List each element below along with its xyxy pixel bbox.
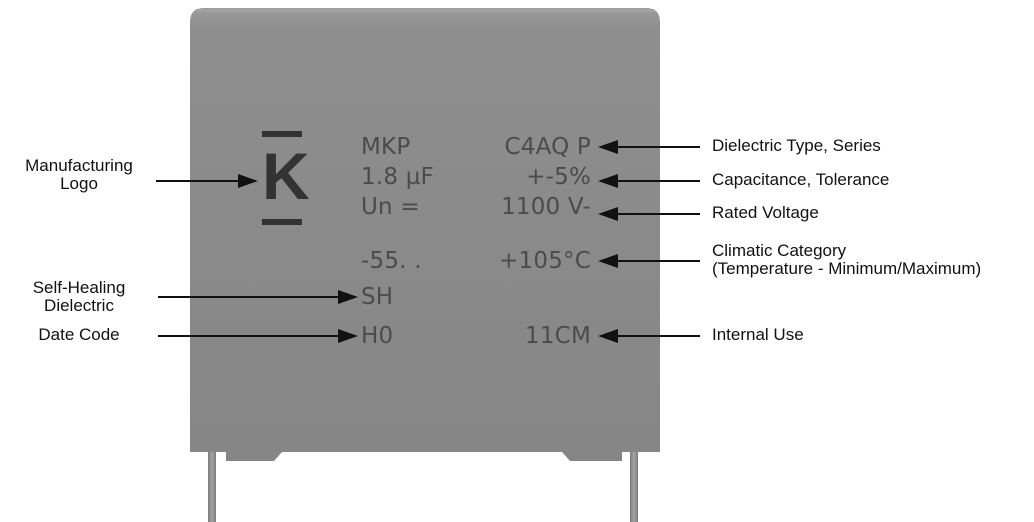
marking-temp-max: +105°C — [499, 248, 591, 274]
marking-capacitance: 1.8 µF — [361, 164, 434, 190]
marking-voltage-prefix: Un = — [361, 194, 420, 220]
marking-internal: 11CM — [525, 323, 591, 349]
arrow-rated-voltage — [598, 207, 700, 221]
label-manufacturing-logo-line1: Manufacturing — [25, 156, 133, 175]
arrow-manufacturing-logo — [156, 174, 258, 188]
label-manufacturing-logo-line2: Logo — [60, 174, 98, 194]
arrow-dielectric-series — [598, 140, 700, 154]
capacitor-body — [190, 8, 660, 461]
arrow-capacitance-tolerance — [598, 174, 700, 188]
arrow-self-healing — [158, 290, 358, 304]
label-date-code: Date Code — [38, 325, 120, 344]
marking-tolerance: +-5% — [526, 164, 591, 190]
marking-date-code: H0 — [361, 323, 394, 349]
label-climatic-category-line1: Climatic Category — [712, 241, 847, 260]
logo-bottom-bar — [262, 219, 302, 225]
manufacturing-logo: K — [262, 131, 310, 227]
marking-voltage: 1100 V- — [501, 194, 591, 220]
arrow-date-code — [158, 329, 358, 343]
marking-dielectric: MKP — [361, 134, 411, 160]
logo-letter: K — [262, 139, 310, 213]
marking-temp-min: -55. . — [361, 248, 422, 274]
label-climatic-category-line2: (Temperature - Minimum/Maximum) — [712, 259, 982, 279]
marking-self-healing: SH — [361, 284, 394, 310]
label-internal-use: Internal Use — [712, 325, 804, 344]
marking-series: C4AQ P — [504, 134, 591, 160]
label-self-healing-line2: Dielectric — [44, 296, 114, 316]
logo-top-bar — [262, 131, 302, 137]
label-self-healing-line1: Self-Healing — [32, 278, 126, 297]
arrow-internal-use — [598, 329, 700, 343]
label-rated-voltage: Rated Voltage — [712, 203, 819, 222]
label-climatic-category: Climatic Category (Temperature - Minimum… — [712, 241, 982, 279]
capacitor-top-highlight — [196, 9, 654, 12]
right-lead — [630, 440, 638, 522]
left-lead — [208, 440, 216, 522]
arrow-climatic-category — [598, 254, 700, 268]
label-dielectric-series: Dielectric Type, Series — [712, 136, 881, 155]
label-capacitance-tolerance: Capacitance, Tolerance — [712, 170, 890, 189]
label-self-healing: Self-Healing Dielectric — [4, 278, 154, 316]
label-manufacturing-logo: Manufacturing Logo — [4, 156, 154, 194]
